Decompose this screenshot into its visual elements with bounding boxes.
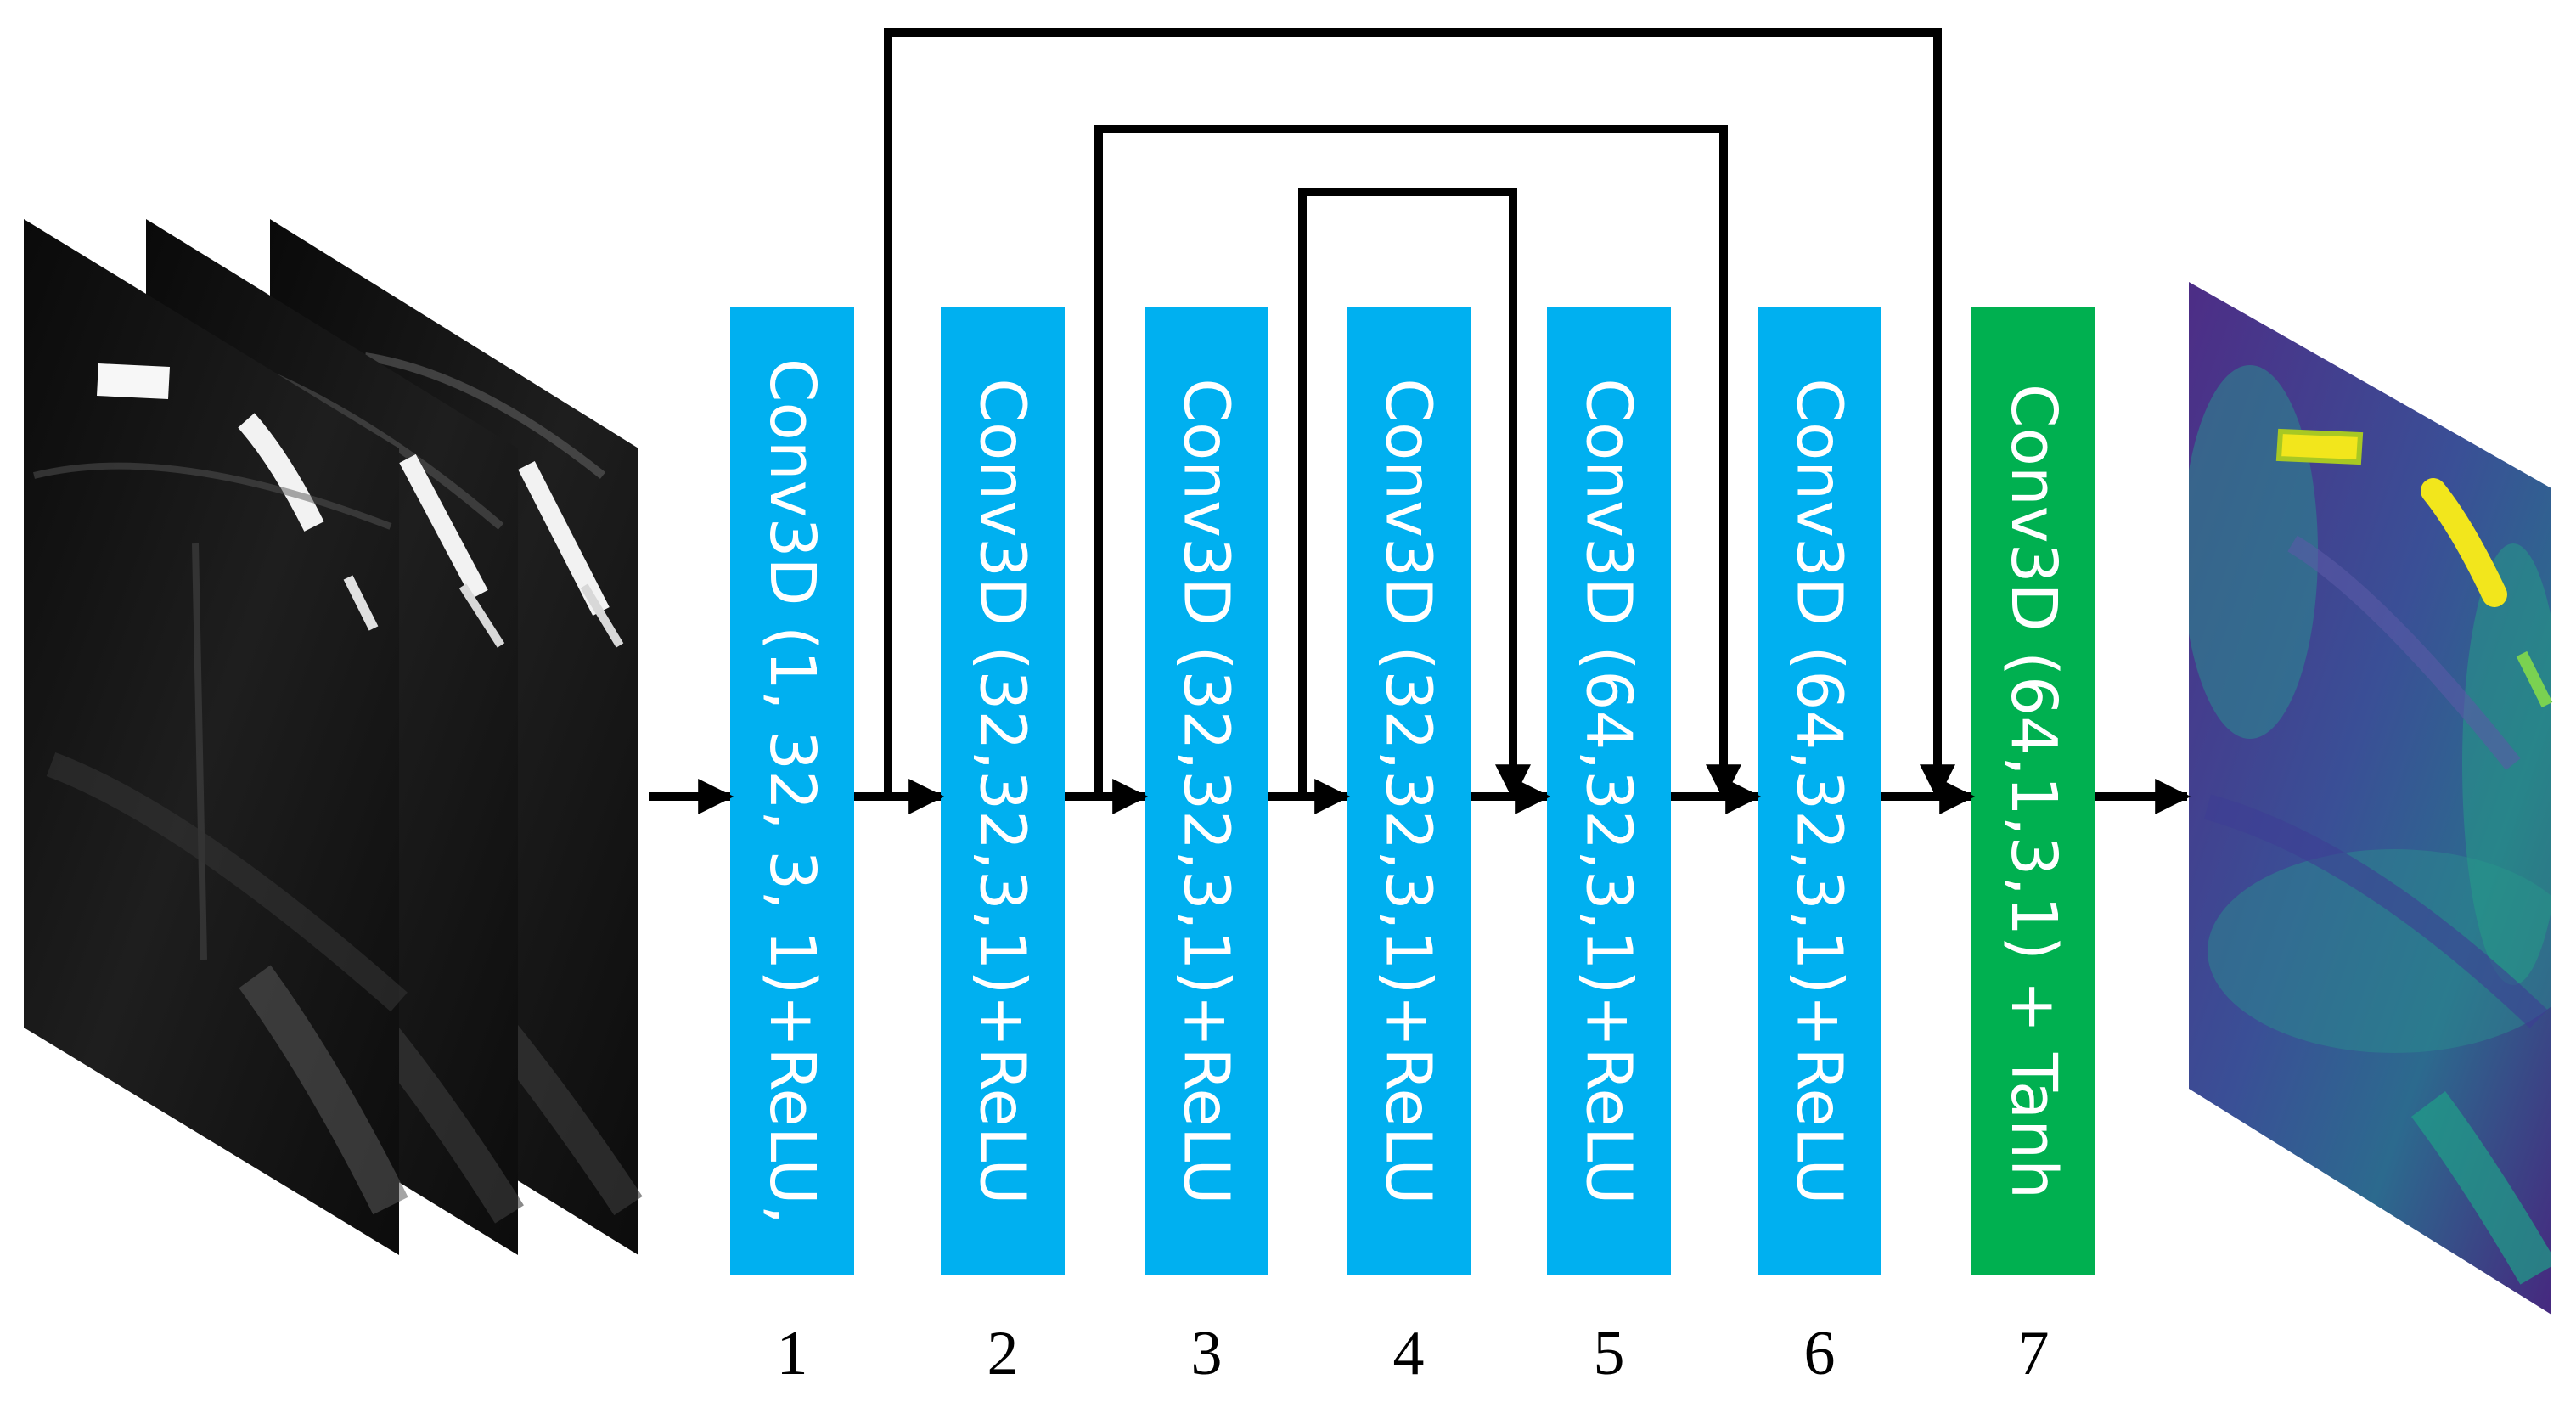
input-frame-1 (24, 219, 408, 1255)
layer-label: Conv3D (32,32,3,1)+ReLU (966, 378, 1040, 1205)
layer-label: Conv3D (32,32,3,1)+ReLU (1170, 378, 1244, 1205)
layer-label: Conv3D (64,32,3,1)+ReLU (1572, 378, 1646, 1205)
layer-label: Conv3D (64,32,3,1)+ReLU (1783, 378, 1857, 1205)
layer-number: 6 (1803, 1319, 1836, 1388)
layer-label: Conv3D (64,1,3,1) + Tanh (1997, 383, 2070, 1200)
layer-number: 1 (776, 1319, 808, 1388)
layer-label: Conv3D (32,32,3,1)+ReLU (1372, 378, 1446, 1205)
layer-number: 5 (1593, 1319, 1625, 1388)
layer-block-4: Conv3D (32,32,3,1)+ReLU (1347, 307, 1471, 1275)
layer-number: 3 (1190, 1319, 1223, 1388)
layer-number: 4 (1392, 1319, 1425, 1388)
layer-number: 7 (2017, 1319, 2050, 1388)
layer-block-7: Conv3D (64,1,3,1) + Tanh (1971, 307, 2095, 1275)
layer-block-5: Conv3D (64,32,3,1)+ReLU (1547, 307, 1671, 1275)
layer-number: 2 (987, 1319, 1019, 1388)
layer-block-3: Conv3D (32,32,3,1)+ReLU (1145, 307, 1268, 1275)
output-depth-map (2189, 282, 2553, 1315)
layer-block-6: Conv3D (64,32,3,1)+ReLU (1758, 307, 1881, 1275)
layer-block-2: Conv3D (32,32,3,1)+ReLU (941, 307, 1065, 1275)
layer-block-1: Conv3D (1, 32, 3, 1)+ReLU, (730, 307, 854, 1275)
layer-label: Conv3D (1, 32, 3, 1)+ReLU, (756, 358, 830, 1225)
